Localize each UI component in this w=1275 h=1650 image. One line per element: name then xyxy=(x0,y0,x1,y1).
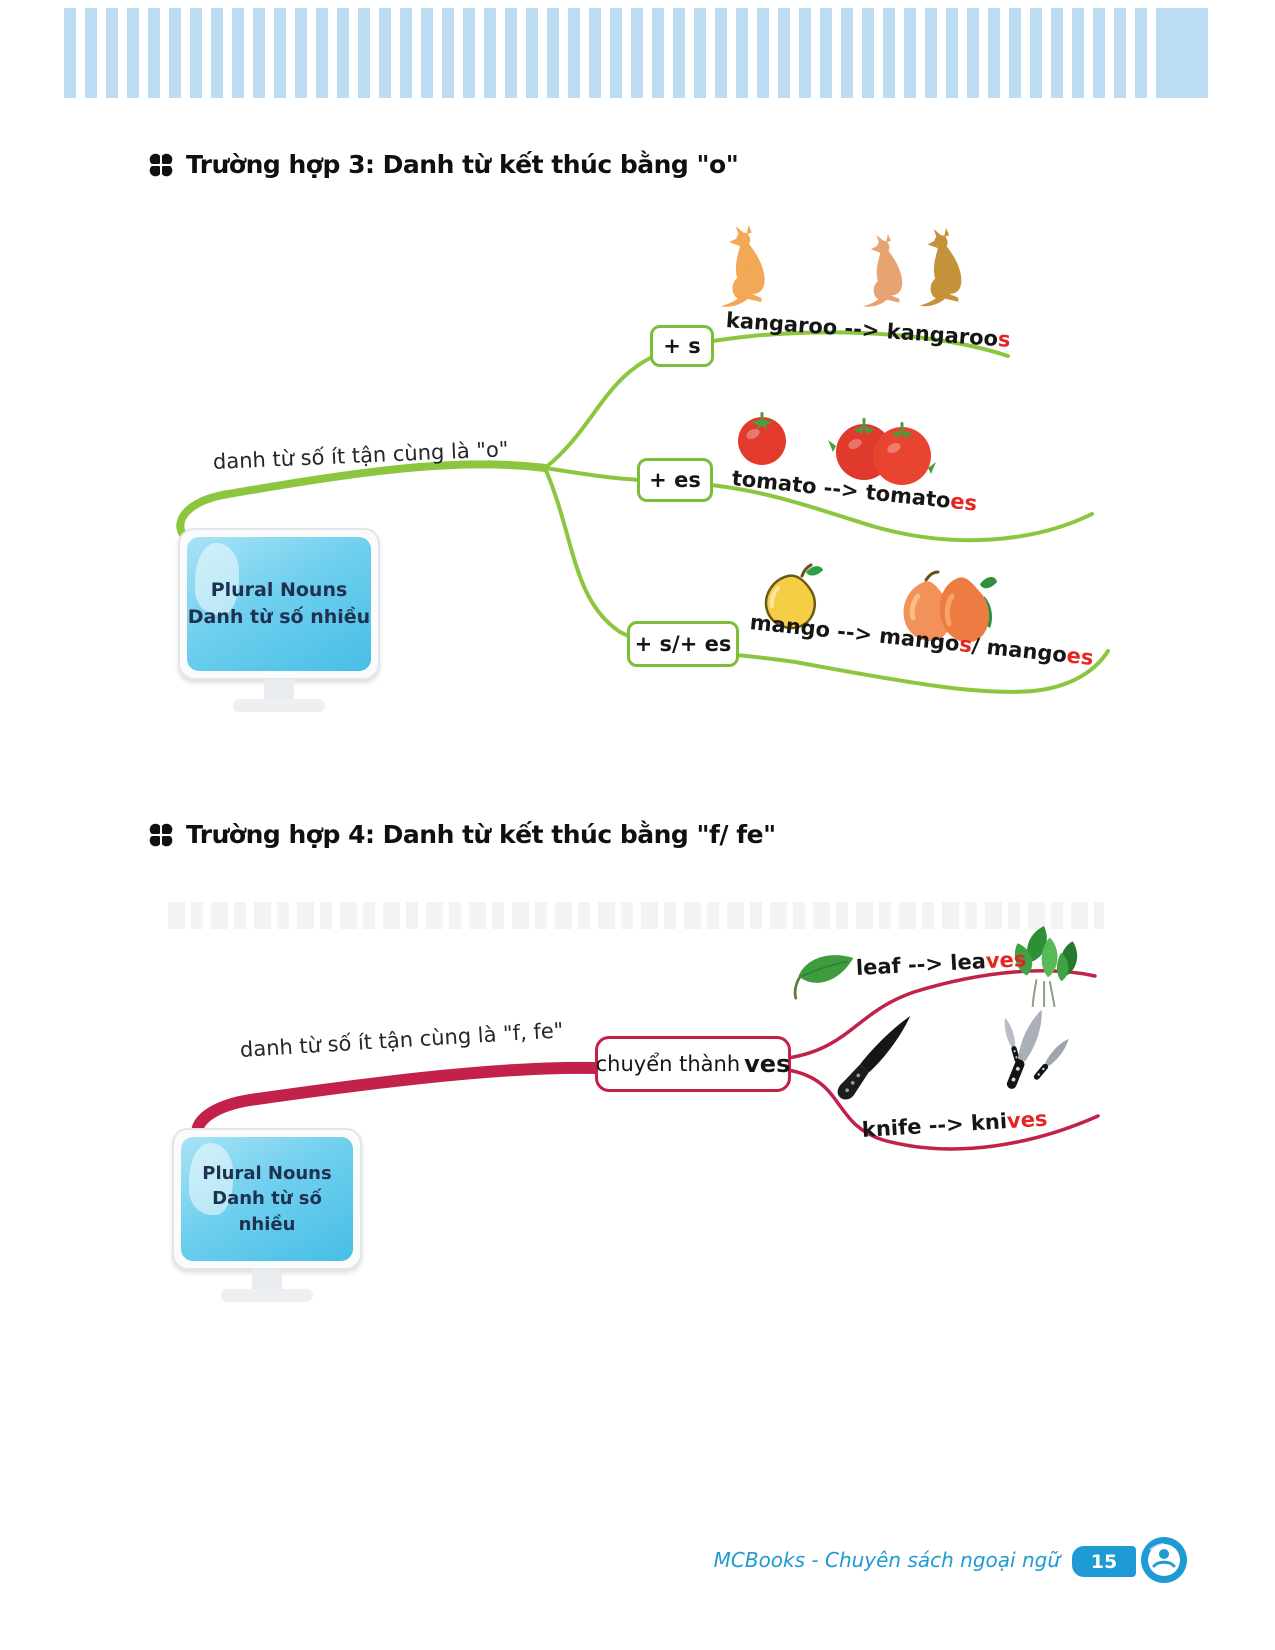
monitor-frame: Plural Nouns Danh từ số nhiều xyxy=(178,528,380,680)
root-node-case3: Plural Nouns Danh từ số nhiều xyxy=(178,528,380,712)
kangaroo-image xyxy=(720,225,765,307)
monitor-neck xyxy=(252,1269,282,1289)
root-title-vi: Danh từ số nhiều xyxy=(187,606,371,628)
clover-icon xyxy=(148,821,174,848)
monitor-frame: Plural Nouns Danh từ số nhiều xyxy=(172,1128,362,1270)
root-node-case4: Plural Nouns Danh từ số nhiều xyxy=(172,1128,362,1302)
trunk-line-o xyxy=(176,460,549,549)
mango-image xyxy=(764,563,823,630)
watermark-band xyxy=(168,902,1104,929)
top-stripe-end-block xyxy=(1164,8,1208,98)
rule-box-plus-s: + s xyxy=(650,325,714,367)
monitor-screen: Plural Nouns Danh từ số nhiều xyxy=(181,1137,353,1261)
monitor-base xyxy=(221,1289,313,1302)
monitor-neck xyxy=(264,679,294,699)
rule-box-plus-es: + es xyxy=(637,458,713,502)
footer-brand: MCBooks - Chuyên sách ngoại ngữ xyxy=(713,1548,1060,1572)
top-stripe-band xyxy=(64,8,1164,98)
knife-image xyxy=(837,1016,911,1100)
branch-line-plus-s-es xyxy=(543,466,1110,694)
tomatoes-image xyxy=(828,418,936,485)
root-title-en: Plural Nouns xyxy=(210,579,348,602)
heading-case4: Trường hợp 4: Danh từ kết thúc bằng "f/ … xyxy=(148,820,776,849)
screen-gloss xyxy=(189,1143,233,1215)
screen-gloss xyxy=(195,543,239,615)
heading-case3-text: Trường hợp 3: Danh từ kết thúc bằng "o" xyxy=(186,150,739,179)
root-title-vi: Danh từ số nhiều xyxy=(212,1188,322,1235)
monitor-screen: Plural Nouns Danh từ số nhiều xyxy=(187,537,371,671)
kangaroos-image xyxy=(856,228,978,318)
heading-case4-text: Trường hợp 4: Danh từ kết thúc bằng "f/ … xyxy=(186,820,776,849)
branch-line-knife xyxy=(786,1068,1100,1151)
leaves-image xyxy=(1014,926,1078,1007)
mcbooks-logo-icon xyxy=(1141,1537,1187,1583)
monitor-base xyxy=(233,699,325,712)
page-number-badge: 15 xyxy=(1072,1546,1136,1577)
clover-icon xyxy=(148,151,174,178)
root-title-en: Plural Nouns xyxy=(202,1163,332,1185)
mangoes-image xyxy=(903,570,997,643)
branch-lines-case3 xyxy=(176,330,1110,694)
rule-box-plus-s-es: + s/+ es xyxy=(627,621,739,667)
heading-case3: Trường hợp 3: Danh từ kết thúc bằng "o" xyxy=(148,150,739,179)
tomato-image xyxy=(738,412,786,465)
knives-image xyxy=(1001,1007,1072,1091)
branch-line-plus-es xyxy=(543,466,1094,543)
leaf-image xyxy=(793,955,854,1000)
